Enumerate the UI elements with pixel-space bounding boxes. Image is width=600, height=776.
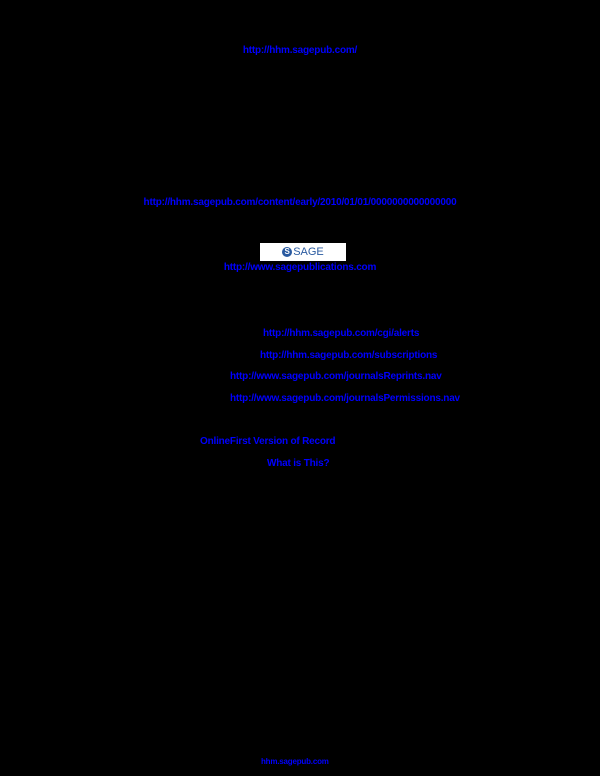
subscriptions-link[interactable]: http://hhm.sagepub.com/subscriptions (260, 350, 438, 361)
publisher-url-link[interactable]: http://www.sagepublications.com (223, 262, 377, 273)
sage-s-icon: S (282, 247, 293, 257)
reprints-link[interactable]: http://www.sagepub.com/journalsReprints.… (230, 371, 442, 382)
permissions-link[interactable]: http://www.sagepub.com/journalsPermissio… (230, 393, 460, 404)
sage-logo-text: SAGE (293, 246, 324, 258)
sage-logo: S SAGE (260, 243, 346, 261)
what-is-this-link[interactable]: What is This? (267, 458, 330, 469)
email-alerts-link[interactable]: http://hhm.sagepub.com/cgi/alerts (263, 328, 420, 339)
footer-journal-link[interactable]: hhm.sagepub.com (261, 757, 329, 766)
journal-url-link[interactable]: http://hhm.sagepub.com/ (242, 45, 358, 56)
article-doi-link[interactable]: http://hhm.sagepub.com/content/early/201… (143, 197, 457, 208)
online-first-version-link[interactable]: OnlineFirst Version of Record (200, 436, 336, 447)
